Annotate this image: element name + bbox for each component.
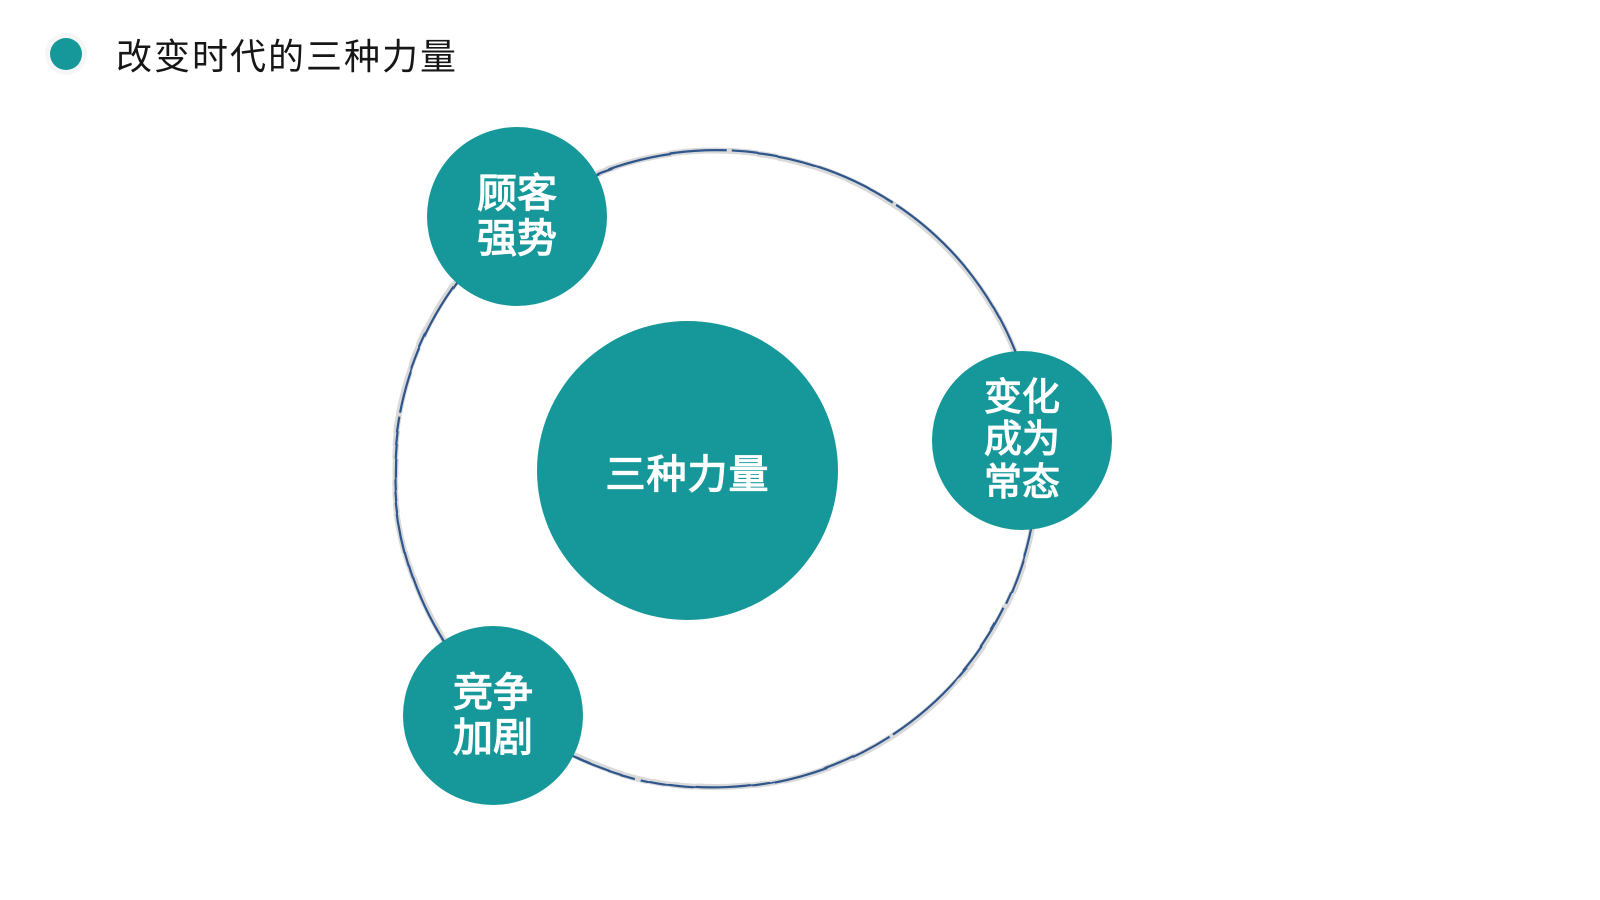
center-circle-label: 三种力量 <box>605 451 770 497</box>
label-line: 成为 <box>983 419 1060 462</box>
satellite-circle-change: 变化 成为 常态 <box>932 351 1112 530</box>
label-line: 竞争 <box>453 669 533 715</box>
slide-title: 改变时代的三种力量 <box>116 37 459 77</box>
label-line: 顾客 <box>477 170 557 216</box>
satellite-customer-label: 顾客 强势 <box>477 170 557 262</box>
satellite-circle-customer: 顾客 强势 <box>427 127 607 306</box>
slide-header: 改变时代的三种力量 <box>50 28 458 80</box>
label-line: 强势 <box>477 215 557 261</box>
satellite-change-label: 变化 成为 常态 <box>984 377 1060 505</box>
satellite-competition-label: 竞争 加剧 <box>453 669 533 761</box>
satellite-circle-competition: 竞争 加剧 <box>403 626 583 805</box>
label-line: 变化 <box>983 376 1060 419</box>
label-line: 加剧 <box>453 714 533 760</box>
center-circle: 三种力量 <box>537 321 838 620</box>
bullet-icon <box>50 38 82 70</box>
label-line: 常态 <box>983 461 1060 504</box>
